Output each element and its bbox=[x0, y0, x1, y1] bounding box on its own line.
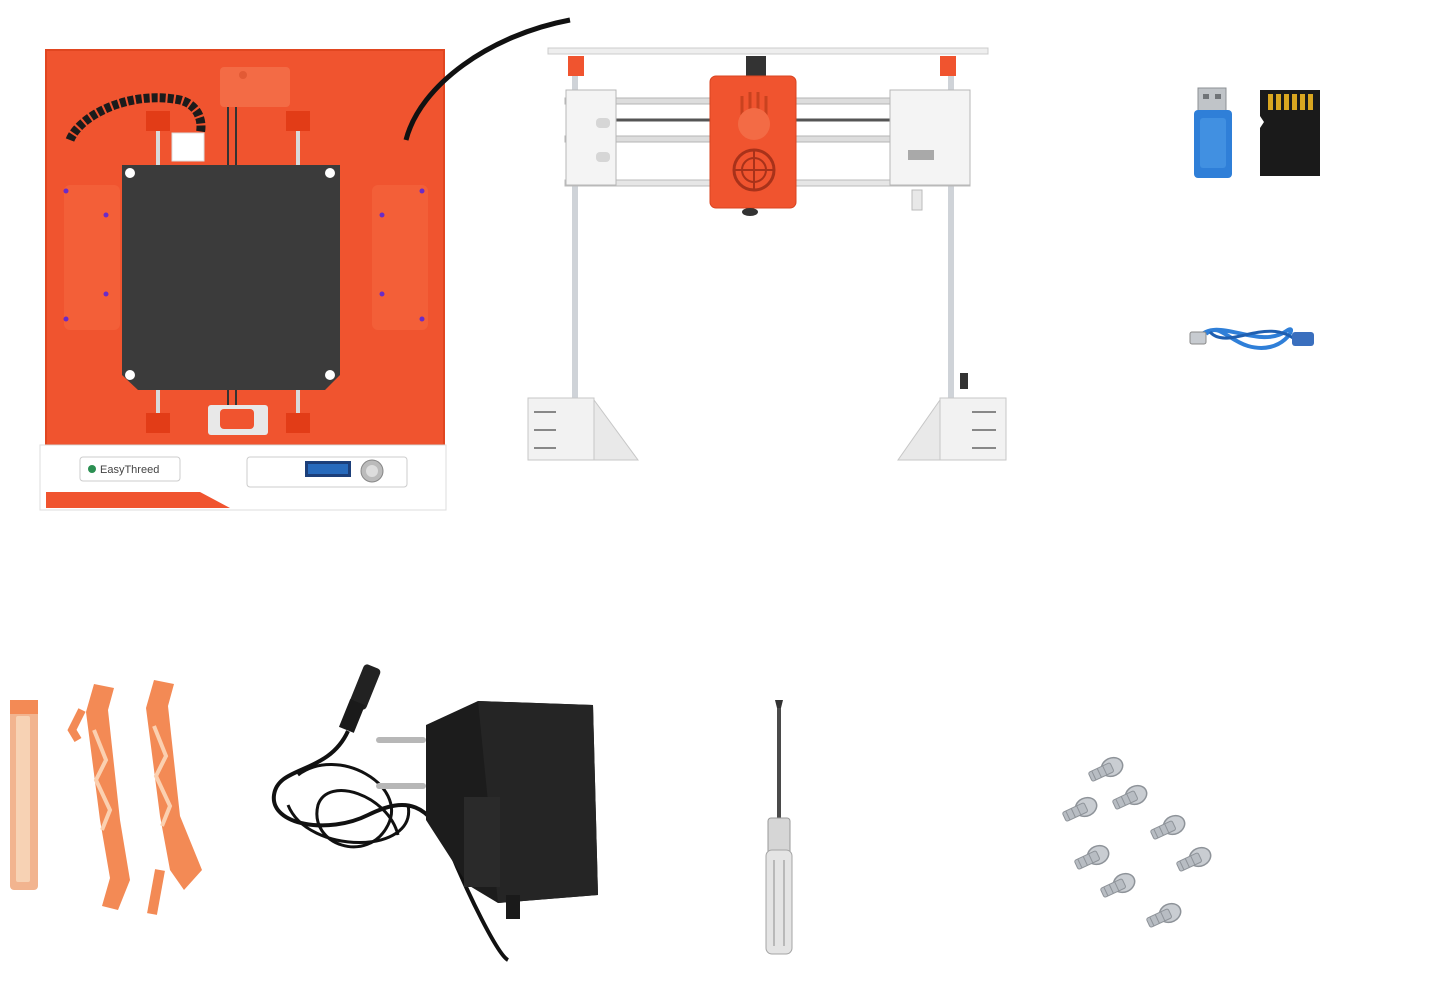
build-plate bbox=[122, 165, 340, 390]
printer-icon: EasyThreed bbox=[39, 17, 571, 511]
spool-holder-parts bbox=[2, 670, 212, 920]
truss-arm-2 bbox=[146, 680, 202, 915]
usb-cable-icon bbox=[1189, 327, 1314, 350]
sd-card-icon bbox=[1260, 90, 1320, 176]
card-reader bbox=[1190, 87, 1235, 180]
extruder-head bbox=[709, 56, 797, 216]
brand-badge bbox=[79, 456, 181, 482]
xz-gantry-frame bbox=[520, 40, 1010, 480]
screwdriver bbox=[760, 700, 810, 962]
left-foot bbox=[527, 397, 639, 461]
power-adapter-icon bbox=[271, 664, 598, 962]
usb-cable bbox=[1188, 312, 1323, 362]
brand-label: EasyThreed bbox=[100, 464, 159, 476]
bracket-icon bbox=[10, 680, 202, 915]
printer-front-view: EasyThreed bbox=[39, 17, 571, 515]
screw-icon bbox=[1059, 753, 1215, 933]
usb-card-reader-icon bbox=[1194, 87, 1232, 178]
screwdriver-icon bbox=[765, 700, 793, 955]
truss-arm-1 bbox=[67, 684, 130, 910]
screws bbox=[1040, 745, 1220, 945]
power-adapter bbox=[268, 655, 613, 975]
gantry-icon bbox=[527, 47, 1007, 461]
right-foot bbox=[897, 397, 1007, 461]
micro-sd-card bbox=[1256, 88, 1324, 180]
